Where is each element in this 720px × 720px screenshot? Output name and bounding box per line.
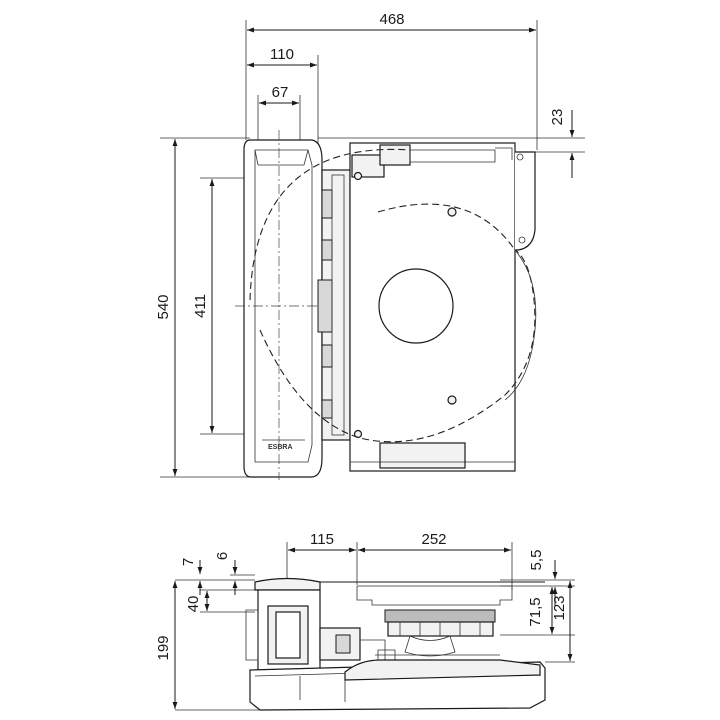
dim-label-40: 40: [185, 596, 202, 613]
side-body: [245, 577, 546, 711]
dim-label-110: 110: [270, 46, 294, 63]
side-view: 115 252 5,5 71,5 123 7: [155, 531, 575, 711]
hinge-strip: [317, 169, 351, 441]
dim-label-6: 6: [214, 552, 231, 560]
dimension-67: 67: [259, 84, 299, 106]
dimension-6: 6: [214, 552, 238, 595]
top-view: 468 110 67 23 540 411: [155, 11, 585, 480]
dim-label-23: 23: [549, 109, 566, 126]
main-housing: [249, 142, 537, 472]
dim-label-540: 540: [155, 294, 172, 319]
dim-label-411: 411: [192, 294, 209, 318]
dimension-468: 468: [247, 11, 536, 33]
dimension-115: 115: [288, 531, 356, 553]
dim-label-468: 468: [379, 11, 404, 28]
dimension-252: 252: [358, 531, 511, 553]
dimension-110: 110: [247, 46, 317, 68]
dimension-5-5: 5,5: [528, 550, 558, 606]
dimension-411: 411: [192, 179, 215, 433]
dim-label-123: 123: [551, 595, 568, 620]
dim-label-67: 67: [272, 84, 289, 101]
dim-label-71-5: 71,5: [527, 597, 544, 626]
dimension-540: 540: [155, 139, 178, 476]
brand-logo: ESBRA: [268, 444, 293, 451]
dim-label-5-5: 5,5: [528, 550, 545, 571]
dim-label-199: 199: [155, 635, 172, 660]
dimension-7: 7: [180, 558, 203, 595]
dimension-71-5: 71,5: [527, 587, 555, 634]
front-panel: ESBRA: [235, 130, 330, 480]
dimension-123: 123: [551, 581, 573, 661]
dimension-23: 23: [549, 109, 575, 178]
dimension-40: 40: [185, 591, 210, 613]
dim-label-115: 115: [310, 531, 334, 548]
dim-label-252: 252: [421, 531, 446, 548]
dim-label-7: 7: [180, 558, 197, 566]
dimension-199: 199: [155, 581, 178, 709]
